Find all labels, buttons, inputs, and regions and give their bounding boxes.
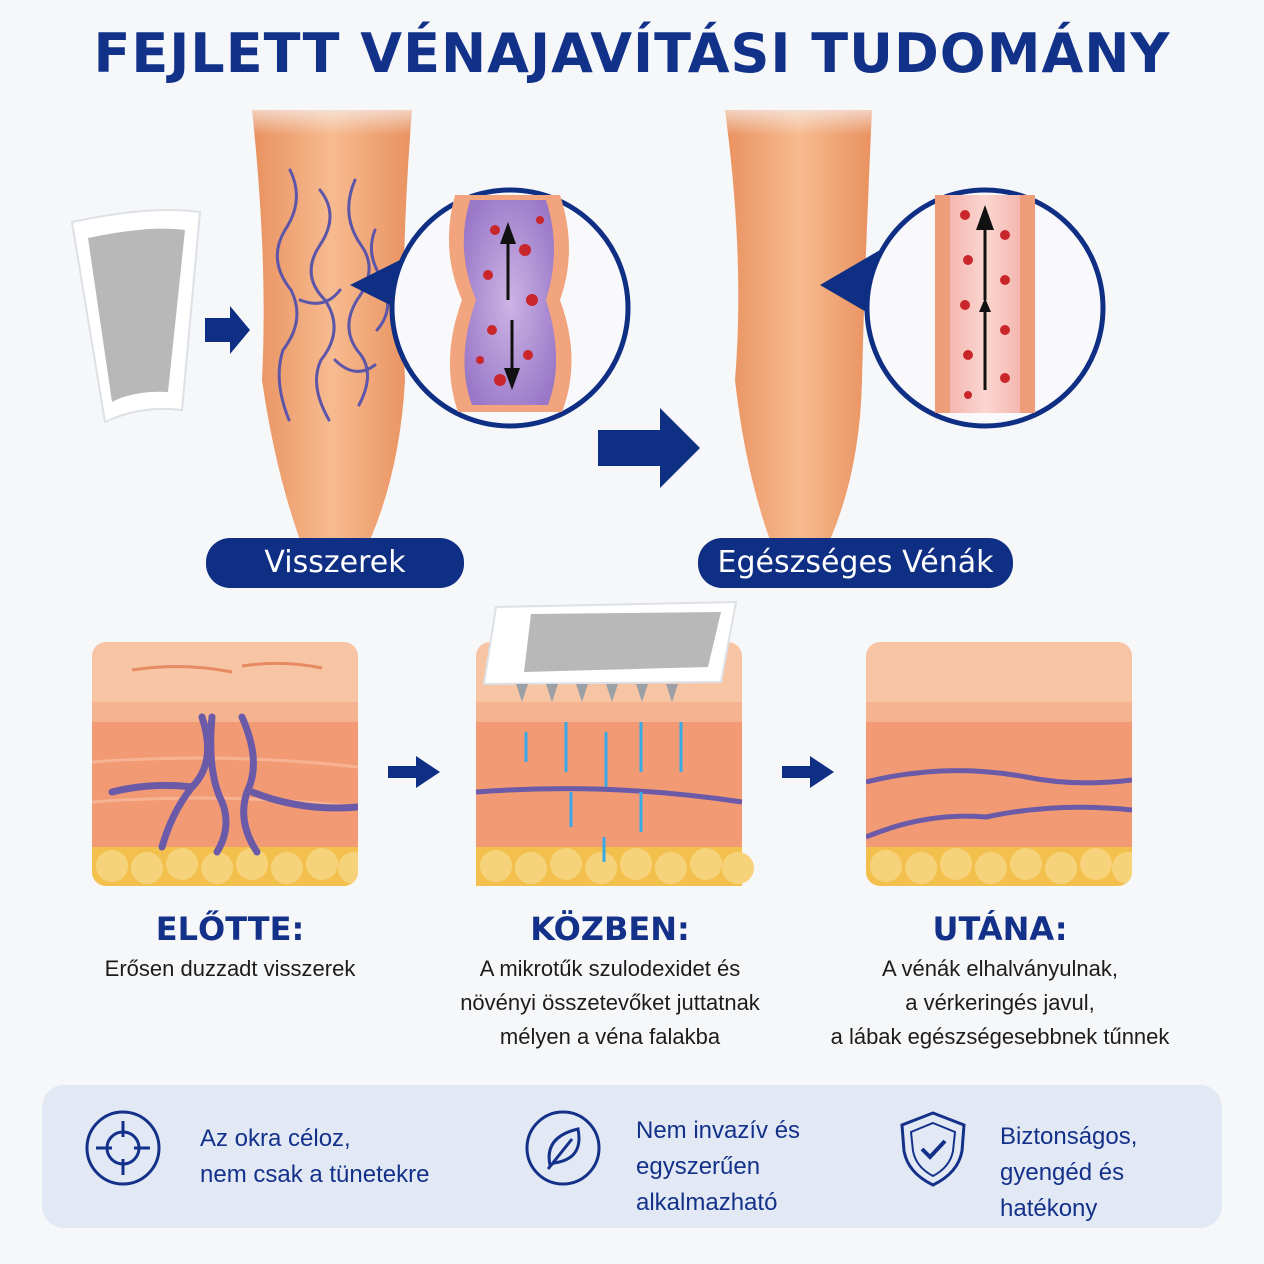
benefit-text: Nem invazív és egyszerűen alkalmazható xyxy=(636,1117,801,1216)
varicose-label: Visszerek xyxy=(206,538,464,588)
patch-icon xyxy=(70,209,202,424)
arrow-icon xyxy=(205,306,250,354)
benefits-bar: Az okra céloz, nem csak a tünetekre Nem … xyxy=(42,1085,1222,1228)
healthy-label: Egészséges Vénák xyxy=(698,538,1013,588)
benefit-text: Az okra céloz, nem csak a tünetekre xyxy=(200,1125,430,1188)
varicose-leg xyxy=(252,110,412,540)
benefit-text: Biztonságos, gyengéd és hatékony xyxy=(1000,1123,1138,1222)
target-icon xyxy=(85,1110,161,1186)
benefit-shield: Biztonságos, gyengéd és hatékony xyxy=(892,1085,1212,1228)
page-title: FEJLETT VÉNAJAVÍTÁSI TUDOMÁNY xyxy=(93,22,1171,85)
benefit-leaf: Nem invazív és egyszerűen alkalmazható xyxy=(522,1085,862,1228)
leg-comparison-illustration xyxy=(70,95,1106,540)
before-title: ELŐTTE: xyxy=(155,910,305,948)
healthy-leg xyxy=(725,110,872,540)
after-title: UTÁNA: xyxy=(932,910,1068,948)
big-arrow-icon xyxy=(598,408,700,488)
before-skin-panel xyxy=(92,642,358,886)
benefit-target: Az okra céloz, nem csak a tünetekre xyxy=(82,1085,482,1228)
during-title: KÖZBEN: xyxy=(530,910,690,948)
before-description: Erősen duzzadt visszerek xyxy=(104,956,356,981)
during-skin-panel xyxy=(475,600,754,886)
during-description: A mikrotűk szulodexidet és növényi össze… xyxy=(460,956,760,1049)
arrow-icon xyxy=(782,756,834,788)
after-description: A vénák elhalványulnak, a vérkeringés ja… xyxy=(830,956,1170,1049)
arrow-icon xyxy=(388,756,440,788)
leaf-icon xyxy=(525,1110,601,1186)
varicose-vein-magnifier xyxy=(389,187,631,429)
shield-check-icon xyxy=(900,1111,966,1187)
healthy-vein-magnifier xyxy=(864,187,1106,429)
after-skin-panel xyxy=(866,642,1132,886)
